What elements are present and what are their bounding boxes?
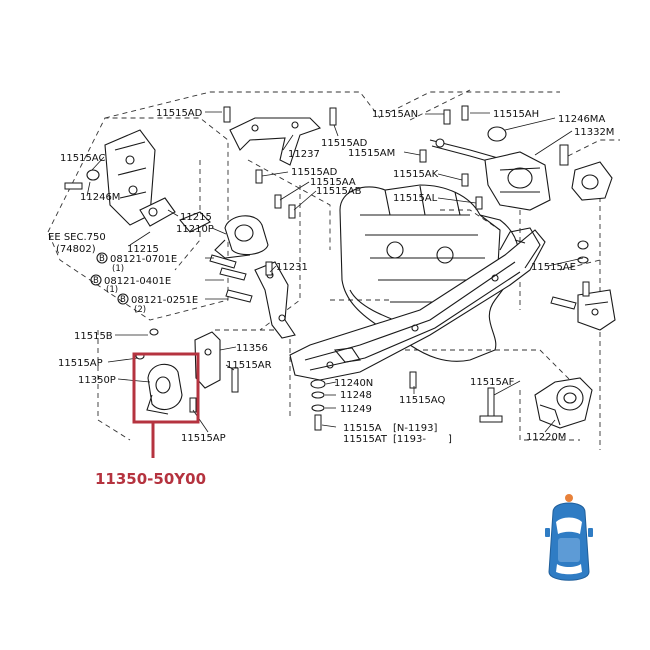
mount-11332M bbox=[429, 126, 613, 211]
svg-text:B: B bbox=[99, 254, 105, 264]
label-11246MA: 11246MA bbox=[558, 114, 605, 125]
label-08121-0701E: 08121-0701E bbox=[110, 254, 177, 265]
bolts bbox=[223, 105, 483, 276]
left-bracket-assembly bbox=[64, 129, 156, 226]
label-11515AB: 11515AB bbox=[316, 186, 362, 197]
label-11515AP-2: 11515AP bbox=[181, 433, 226, 444]
label-11515B: 11515B bbox=[74, 331, 113, 342]
label-11246M: 11246M bbox=[80, 192, 120, 203]
car-position-icon bbox=[545, 494, 593, 581]
callout-box bbox=[132, 352, 200, 424]
mount-11220M bbox=[479, 377, 593, 429]
part-callout: 11350-50Y00 bbox=[95, 352, 206, 488]
car-engine-marker bbox=[565, 494, 573, 502]
label-11515AE: 11515AE bbox=[531, 262, 576, 273]
mount-11350P bbox=[135, 328, 239, 415]
label-11515AD-top: 11515AD bbox=[156, 108, 203, 119]
label-11220M: 11220M bbox=[526, 432, 566, 443]
part-labels: 11515AD 11237 11515AD 11515AN 11515AH 11… bbox=[48, 108, 614, 445]
label-11515AL: 11515AL bbox=[393, 193, 438, 204]
label-11515AC: 11515AC bbox=[60, 153, 105, 164]
label-11515A: 11515A bbox=[343, 423, 382, 434]
label-11515AM: 11515AM bbox=[348, 148, 395, 159]
label-08121-0251E: 08121-0251E bbox=[131, 295, 198, 306]
label-11515AD-mid: 11515AD bbox=[321, 138, 368, 149]
callout-part-number: 11350-50Y00 bbox=[95, 470, 206, 488]
label-11515AR: 11515AR bbox=[226, 360, 272, 371]
label-11356: 11356 bbox=[236, 343, 268, 354]
label-08121-0401E: 08121-0401E bbox=[104, 276, 171, 287]
bracket-11231 bbox=[219, 261, 296, 339]
label-11249: 11249 bbox=[340, 404, 372, 415]
center-member bbox=[289, 227, 546, 381]
label-11240N: 11240N bbox=[334, 378, 373, 389]
label-11231: 11231 bbox=[276, 262, 308, 273]
label-11515AQ: 11515AQ bbox=[399, 395, 445, 406]
svg-text:B: B bbox=[93, 276, 99, 286]
label-11515AF: 11515AF bbox=[470, 377, 515, 388]
label-1193: [1193- bbox=[393, 434, 426, 445]
label-08121-0401E-qty: (1) bbox=[106, 285, 118, 295]
label-11350P: 11350P bbox=[78, 375, 116, 386]
label-1193-end: ] bbox=[448, 434, 452, 445]
leader-lines bbox=[86, 111, 584, 433]
car-rear-window bbox=[556, 564, 582, 575]
label-11515AP-1: 11515AP bbox=[58, 358, 103, 369]
center-lower-parts bbox=[310, 371, 417, 431]
label-see-sec-750: EE SEC.750 bbox=[48, 232, 106, 243]
label-11215-b: 11215 bbox=[127, 244, 159, 255]
label-11515AT: 11515AT bbox=[343, 434, 388, 445]
label-11515AA: 11515AA bbox=[310, 177, 356, 188]
svg-text:B: B bbox=[120, 295, 126, 305]
label-11332M: 11332M bbox=[574, 127, 614, 138]
label-11210P: 11210P bbox=[176, 224, 214, 235]
label-11515AH: 11515AH bbox=[493, 109, 539, 120]
label-11237: 11237 bbox=[288, 149, 320, 160]
label-08121-0251E-qty: (2) bbox=[134, 305, 146, 315]
label-74802: (74802) bbox=[56, 244, 96, 255]
label-N-1193: [N-1193] bbox=[393, 423, 437, 434]
label-11515AK: 11515AK bbox=[393, 169, 439, 180]
label-11215-a: 11215 bbox=[180, 212, 212, 223]
label-11248: 11248 bbox=[340, 390, 372, 401]
mount-11210P bbox=[139, 197, 269, 269]
right-bracket-assembly bbox=[550, 240, 616, 331]
bracket-11237 bbox=[229, 117, 322, 166]
label-11515AD-2: 11515AD bbox=[291, 167, 338, 178]
car-roof bbox=[558, 538, 580, 562]
car-windshield bbox=[556, 517, 582, 534]
b-markers: B B B bbox=[90, 252, 129, 305]
label-11515AN: 11515AN bbox=[372, 109, 418, 120]
label-08121-0701E-qty: (1) bbox=[112, 264, 124, 274]
